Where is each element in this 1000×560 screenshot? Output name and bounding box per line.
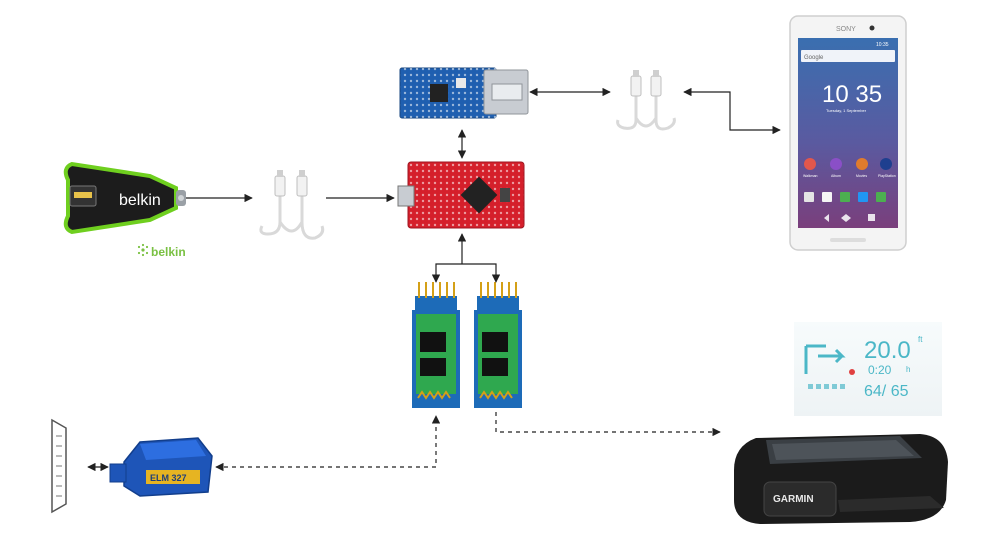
usb-cable-right xyxy=(616,70,676,131)
elm327-obd-adapter: ELM 327 xyxy=(109,437,213,497)
phone-clock: 10 35 xyxy=(822,81,882,108)
svg-text:h: h xyxy=(906,365,910,374)
micro-usb-port xyxy=(397,185,415,207)
arrow-promicro-bt-split xyxy=(431,263,501,283)
usb-cable-left xyxy=(259,170,325,240)
svg-text:Movies: Movies xyxy=(856,174,867,178)
dashed-obd-bt1 xyxy=(215,415,441,472)
phone-brand: SONY xyxy=(836,26,856,33)
svg-text:Google: Google xyxy=(804,55,824,61)
phone-status-time: 10:35 xyxy=(876,42,889,48)
phone-nav-bar xyxy=(824,214,875,222)
connection-lines xyxy=(87,87,781,472)
hud-projection-display: 20.0 ft 0:20 h 64/ 65 xyxy=(794,322,942,416)
phone-app-row-2 xyxy=(804,192,886,202)
belkin-logo-text: belkin xyxy=(151,245,186,259)
belkin-car-charger: belkin xyxy=(63,161,186,235)
hud-speed: 20.0 xyxy=(864,337,911,364)
garmin-hud-device: GARMIN xyxy=(734,434,948,524)
hud-limits: 64/ 65 xyxy=(864,383,909,400)
svg-text:Walkman: Walkman xyxy=(803,174,818,178)
phone-date: Tuesday, 1 September xyxy=(826,108,867,113)
belkin-logo: belkin xyxy=(137,243,186,259)
usb-host-shield xyxy=(399,67,529,119)
svg-text:PlayStation: PlayStation xyxy=(878,174,896,178)
hud-speed-unit: ft xyxy=(918,335,923,344)
phone-app-row-1: Walkman Album Movies PlayStation xyxy=(803,158,896,178)
sony-xperia-phone: SONY 10:35 Google 10 35 Tuesday, 1 Septe… xyxy=(789,15,907,251)
hud-time: 0:20 xyxy=(868,363,892,377)
arrow-cable-phone xyxy=(683,87,781,135)
pro-micro-board xyxy=(397,161,525,229)
garmin-brand: GARMIN xyxy=(773,494,814,505)
bluetooth-module-2 xyxy=(474,282,522,408)
charger-brand-text: belkin xyxy=(119,192,161,209)
obd-port xyxy=(51,418,67,514)
obd-adapter-label: ELM 327 xyxy=(150,473,187,483)
phone-search-bar xyxy=(801,50,895,62)
dashed-bt2-hud xyxy=(495,412,721,437)
svg-text:Album: Album xyxy=(831,174,841,178)
bluetooth-module-1 xyxy=(412,282,460,408)
